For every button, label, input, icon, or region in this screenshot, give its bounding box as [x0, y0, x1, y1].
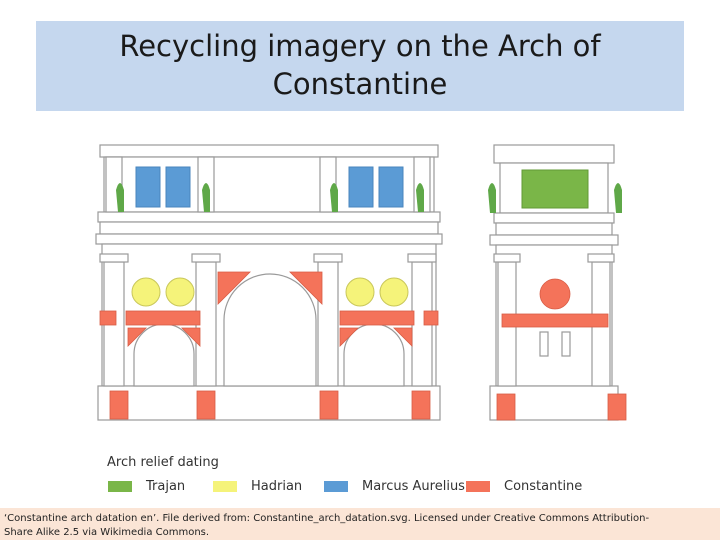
- legend-item-trajan: Trajan: [108, 478, 185, 494]
- caption-line-2: Share Alike 2.5 via Wikimedia Commons.: [4, 527, 210, 538]
- side-capital: [493, 253, 521, 263]
- front-left-arch: [133, 323, 195, 387]
- side-top-cornice: [493, 144, 615, 164]
- legend-swatch: [324, 480, 348, 492]
- hadrian-roundel: [379, 277, 409, 307]
- front-capital: [191, 253, 221, 263]
- hadrian-roundel: [165, 277, 195, 307]
- hadrian-roundel: [345, 277, 375, 307]
- front-central-arch: [223, 273, 317, 387]
- constantine-plinth-relief: [496, 393, 516, 421]
- title-box: Recycling imagery on the Arch of Constan…: [36, 21, 684, 111]
- legend-label: Hadrian: [251, 478, 303, 494]
- constantine-medallion: [539, 278, 571, 310]
- statue: [614, 183, 622, 213]
- constantine-frieze: [423, 310, 439, 326]
- side-cornice: [489, 234, 619, 246]
- caption-line-1: ‘Constantine arch datation en’. File der…: [4, 513, 650, 524]
- title-line-2: Constantine: [272, 67, 448, 101]
- front-entablature: [99, 221, 439, 235]
- title-line-1: Recycling imagery on the Arch of: [119, 29, 601, 63]
- legend-label: Marcus Aurelius: [362, 478, 465, 494]
- legend-label: Trajan: [146, 478, 186, 494]
- legend-swatch: [466, 480, 490, 492]
- constantine-plinth-relief: [411, 390, 431, 420]
- front-capital: [99, 253, 129, 263]
- constantine-plinth-relief: [196, 390, 216, 420]
- front-capital: [407, 253, 437, 263]
- legend-swatch: [213, 480, 237, 492]
- front-cornice: [95, 233, 443, 245]
- legend-item-hadrian: Hadrian: [213, 478, 302, 494]
- constantine-spandrel: [289, 271, 323, 305]
- constantine-spandrel: [217, 271, 251, 305]
- constantine-spandrel: [127, 327, 147, 347]
- image-caption: ‘Constantine arch datation en’. File der…: [0, 508, 720, 540]
- side-window: [561, 331, 571, 357]
- statue: [330, 183, 338, 212]
- constantine-plinth-relief: [109, 390, 129, 420]
- slide-title: Recycling imagery on the Arch of Constan…: [36, 27, 684, 103]
- hadrian-roundel: [131, 277, 161, 307]
- constantine-spandrel: [339, 327, 359, 347]
- statue: [202, 183, 210, 212]
- front-attic-base: [97, 211, 441, 223]
- legend-item-constantine: Constantine: [466, 478, 582, 494]
- side-entablature: [495, 222, 613, 236]
- front-capital: [313, 253, 343, 263]
- marcus-aurelius-panel: [135, 166, 161, 208]
- statue: [116, 183, 124, 212]
- constantine-frieze: [339, 310, 415, 326]
- constantine-plinth-relief: [319, 390, 339, 420]
- legend-title: Arch relief dating: [107, 455, 219, 470]
- legend-swatch: [108, 480, 132, 492]
- marcus-aurelius-panel: [165, 166, 191, 208]
- marcus-aurelius-panel: [378, 166, 404, 208]
- statue: [416, 183, 424, 212]
- front-top-cornice: [99, 144, 439, 158]
- legend-label: Constantine: [504, 478, 583, 494]
- constantine-plinth-relief: [607, 393, 627, 421]
- trajan-panel: [521, 169, 589, 209]
- statue: [488, 183, 496, 213]
- legend-item-marcus-aurelius: Marcus Aurelius: [324, 478, 465, 494]
- marcus-aurelius-panel: [348, 166, 374, 208]
- constantine-spandrel: [181, 327, 201, 347]
- side-capital: [587, 253, 615, 263]
- side-window: [539, 331, 549, 357]
- constantine-frieze: [125, 310, 201, 326]
- constantine-frieze: [99, 310, 117, 326]
- constantine-spandrel: [393, 327, 413, 347]
- side-attic-base: [493, 212, 615, 224]
- front-plinth: [97, 385, 441, 421]
- constantine-frieze: [501, 313, 609, 328]
